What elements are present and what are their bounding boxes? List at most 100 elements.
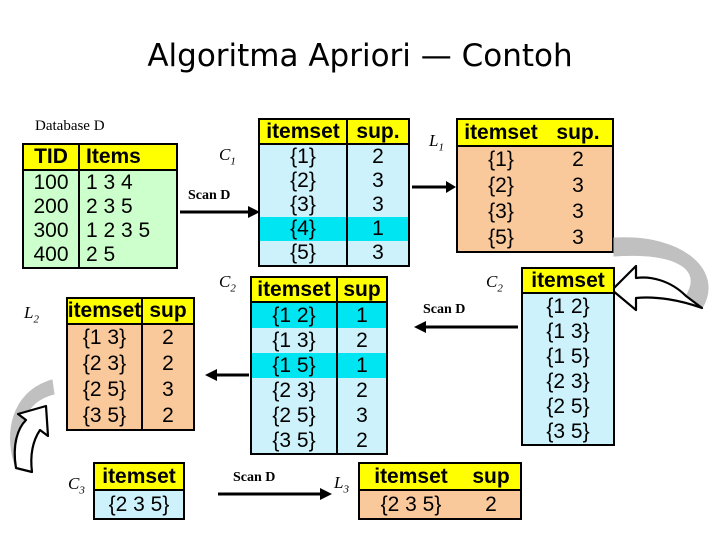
cell-sup: 3: [544, 225, 612, 251]
cell-items: 2 5: [80, 243, 176, 267]
table-row: {2} 3: [260, 169, 408, 193]
l1-table: itemset sup. {1} 2 {2} 3 {3} 3 {5} 3: [456, 118, 614, 253]
l3-label: L3: [334, 473, 349, 496]
table-row: {1 3} 2: [68, 325, 193, 351]
scan-d-label-1: Scan D: [188, 188, 231, 203]
table-row: {2 5}: [523, 394, 613, 419]
table-row: 300 1 2 3 5: [24, 219, 176, 243]
column-header-tid: TID: [24, 145, 80, 171]
c1-table: itemset sup. {1} 2 {2} 3 {3} 3 {4} 1 {5}…: [258, 118, 410, 267]
cell-itemset: {2}: [458, 173, 544, 199]
column-header-sup: sup.: [544, 120, 612, 147]
column-header-items: Items: [80, 145, 176, 171]
cell-sup: 2: [338, 378, 386, 403]
table-row: {1 3} 2: [252, 328, 386, 353]
column-header-sup: sup: [338, 278, 386, 303]
database-caption: Database D: [35, 118, 105, 134]
l2-table: itemset sup {1 3} 2 {2 3} 2 {2 5} 3 {3 5…: [66, 297, 195, 431]
cell-sup: 2: [462, 491, 520, 518]
column-header-sup: sup.: [348, 120, 408, 145]
cell-itemset: {1 2}: [252, 303, 338, 328]
curved-arrow-right-icon: [610, 237, 709, 312]
table-header-row: itemset sup.: [260, 120, 408, 145]
cell-sup: 3: [544, 199, 612, 225]
table-header-row: itemset sup: [360, 464, 520, 491]
cell-sup: 3: [544, 173, 612, 199]
table-row: {5} 3: [260, 241, 408, 265]
arrow-db-to-c1: [180, 206, 260, 218]
cell-sup: 3: [143, 377, 193, 403]
table-row: {2 5} 3: [68, 377, 193, 403]
cell-itemset: {4}: [260, 217, 348, 241]
cell-sup: 2: [338, 328, 386, 353]
cell-itemset: {3}: [458, 199, 544, 225]
cell-itemset: {1 5}: [252, 353, 338, 378]
table-row: {3} 3: [458, 199, 612, 225]
table-row: 200 2 3 5: [24, 195, 176, 219]
cell-itemset: {2 5}: [523, 394, 613, 419]
cell-sup: 2: [348, 145, 408, 169]
arrow-c2-to-l2: [205, 369, 249, 381]
arrow-c1-to-l1: [412, 181, 456, 193]
cell-sup: 2: [143, 351, 193, 377]
table-row: {3} 3: [260, 193, 408, 217]
arrow-c3-to-l3: [218, 488, 332, 500]
cell-sup: 1: [338, 303, 386, 328]
page-title: Algoritma Apriori — Contoh: [147, 38, 573, 74]
cell-itemset: {2 3}: [523, 369, 613, 394]
cell-tid: 100: [24, 171, 80, 195]
scan-d-label-3: Scan D: [233, 470, 276, 485]
table-row: {1} 2: [260, 145, 408, 169]
column-header-itemset: itemset: [68, 299, 143, 325]
table-body: 100 1 3 4 200 2 3 5 300 1 2 3 5 400 2 5: [24, 171, 176, 267]
c3-table: itemset {2 3 5}: [93, 462, 185, 520]
table-header-row: itemset: [95, 464, 183, 491]
cell-itemset: {5}: [260, 241, 348, 265]
c2-table: itemset sup {1 2} 1 {1 3} 2 {1 5} 1 {2 3…: [250, 276, 388, 455]
column-header-sup: sup: [143, 299, 193, 325]
cell-itemset: {2}: [260, 169, 348, 193]
column-header-itemset: itemset: [360, 464, 462, 491]
cell-itemset: {3 5}: [523, 419, 613, 444]
table-row-pruned: {1 2} 1: [252, 303, 386, 328]
table-row: {5} 3: [458, 225, 612, 251]
c3-label: C3: [68, 474, 85, 497]
cell-sup: 3: [348, 241, 408, 265]
column-header-sup: sup: [462, 464, 520, 491]
cell-sup: 3: [348, 193, 408, 217]
table-row: {1} 2: [458, 147, 612, 173]
column-header-itemset: itemset: [95, 464, 183, 491]
cell-sup: 2: [338, 428, 386, 453]
cell-itemset: {2 3 5}: [95, 491, 183, 518]
table-row: {2 3} 2: [68, 351, 193, 377]
cell-itemset: {5}: [458, 225, 544, 251]
c2-candidates-table: itemset {1 2} {1 3} {1 5} {2 3} {2 5} {3…: [521, 267, 615, 446]
cell-items: 1 3 4: [80, 171, 176, 195]
column-header-itemset: itemset: [260, 120, 348, 145]
l3-table: itemset sup {2 3 5} 2: [358, 462, 522, 520]
table-row: {2 3 5}: [95, 491, 183, 518]
cell-itemset: {1 3}: [252, 328, 338, 353]
cell-itemset: {3}: [260, 193, 348, 217]
arrow-c2cand-to-c2: [414, 321, 518, 333]
cell-itemset: {2 3 5}: [360, 491, 462, 518]
column-header-itemset: itemset: [252, 278, 338, 303]
cell-itemset: {2 3}: [68, 351, 143, 377]
column-header-itemset: itemset: [458, 120, 544, 147]
table-row: {2 5} 3: [252, 403, 386, 428]
table-row: {1 3}: [523, 319, 613, 344]
table-row-pruned: {4} 1: [260, 217, 408, 241]
cell-sup: 2: [143, 325, 193, 351]
table-row: {1 2}: [523, 294, 613, 319]
table-row: 100 1 3 4: [24, 171, 176, 195]
table-header-row: itemset sup: [252, 278, 386, 303]
table-header-row: itemset sup.: [458, 120, 612, 147]
cell-tid: 300: [24, 219, 80, 243]
database-table: TID Items 100 1 3 4 200 2 3 5 300 1 2 3 …: [22, 143, 178, 269]
table-row: {2 3}: [523, 369, 613, 394]
l1-label: L1: [429, 131, 444, 154]
table-row: {2 3 5} 2: [360, 491, 520, 518]
curved-arrow-left-icon: [10, 379, 55, 474]
table-row: {2} 3: [458, 173, 612, 199]
